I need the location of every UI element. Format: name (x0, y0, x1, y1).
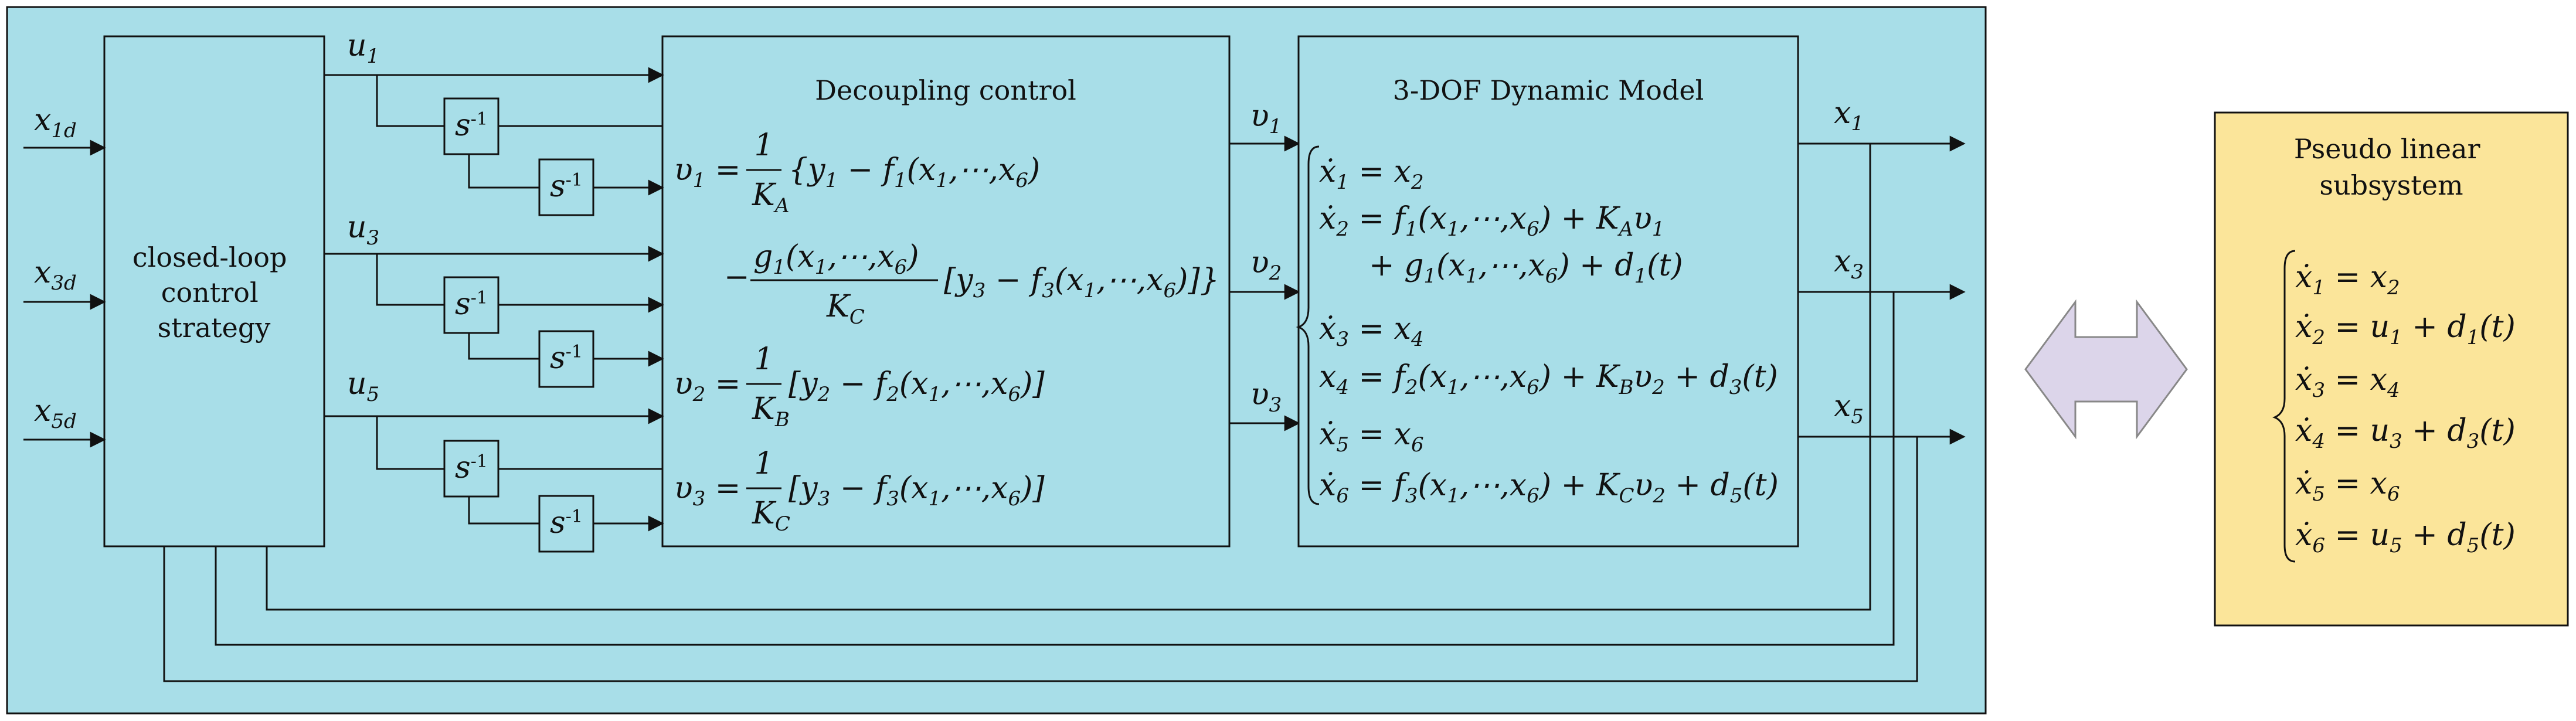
subsystem-brace (2272, 250, 2296, 563)
control-signal-lines (324, 67, 664, 532)
integrator-label: s-1 (455, 108, 488, 143)
decoupling-equation-3: υ3 = 1 KC [y3 − f3(x1,⋯,x6)] (674, 446, 1045, 536)
integrator-block (538, 158, 594, 216)
dynamic-model-brace (1296, 145, 1320, 505)
svg-text:+ g1(x1,⋯,x6) + d1(t): + g1(x1,⋯,x6) + d1(t) (1369, 248, 1683, 288)
strategy-line-2: control (161, 277, 259, 308)
dynamic-model-equations: ẋ1 = x2 ẋ2 = f1(x1,⋯,x6) + KAυ1 + g1(x1,… (1319, 154, 1779, 508)
strategy-label: closed-loop control strategy (132, 242, 295, 344)
svg-text:ẋ1 = x2: ẋ1 = x2 (2295, 260, 2400, 300)
strategy-line-3: strategy (158, 312, 271, 344)
svg-text:x4 = f2(x1,⋯,x6) + KBυ2 + d3(t: x4 = f2(x1,⋯,x6) + KBυ2 + d3(t) (1319, 359, 1778, 399)
decoupling-title: Decoupling control (815, 74, 1076, 106)
pseudo-linear-subsystem-block (2214, 111, 2569, 627)
double-arrow-icon (2024, 299, 2188, 440)
svg-text:ẋ3 = x4: ẋ3 = x4 (1319, 311, 1424, 351)
subsystem-title-line-2: subsystem (2319, 169, 2463, 201)
svg-text:υ1 =: υ1 = (674, 152, 740, 192)
integrator-block (443, 276, 499, 334)
svg-text:[y3 − f3(x1,⋯,x6)]: [y3 − f3(x1,⋯,x6)] (789, 471, 1045, 511)
svg-text:[y2 − f2(x1,⋯,x6)]: [y2 − f2(x1,⋯,x6)] (789, 366, 1045, 406)
svg-text:KC: KC (752, 496, 790, 536)
svg-text:ẋ4 = u3 + d3(t): ẋ4 = u3 + d3(t) (2295, 413, 2516, 453)
svg-text:ẋ5 = x6: ẋ5 = x6 (2295, 466, 2400, 506)
integrator-block (538, 495, 594, 553)
svg-text:ẋ6 = u5 + d5(t): ẋ6 = u5 + d5(t) (2295, 518, 2516, 557)
svg-text:{y1 − f1(x1,⋯,x6): {y1 − f1(x1,⋯,x6) (789, 152, 1040, 192)
integrator-label: s-1 (550, 169, 583, 204)
svg-text:ẋ1 = x2: ẋ1 = x2 (1319, 154, 1424, 194)
svg-text:ẋ2 = u1 + d1(t): ẋ2 = u1 + d1(t) (2295, 310, 2516, 349)
feedback-loops (163, 144, 1918, 682)
svg-text:[y3 − f3(x1,⋯,x6)]}: [y3 − f3(x1,⋯,x6)]} (944, 263, 1219, 302)
integrator-block (538, 330, 594, 388)
svg-text:ẋ5 = x6: ẋ5 = x6 (1319, 417, 1424, 457)
control-strategy-block (103, 35, 325, 547)
decoupling-control-block (661, 35, 1231, 547)
svg-text:−: − (724, 260, 750, 295)
decoupling-equation-1: υ1 = 1 KA {y1 − f1(x1,⋯,x6) (674, 128, 1040, 217)
svg-text:υ3 =: υ3 = (674, 471, 740, 511)
svg-text:ẋ2 = f1(x1,⋯,x6) + KAυ1: ẋ2 = f1(x1,⋯,x6) + KAυ1 (1319, 201, 1664, 241)
integrator-block (443, 97, 499, 155)
integrator-label: s-1 (550, 505, 583, 540)
dynamic-model-block (1297, 35, 1799, 547)
subsystem-title: Pseudo linear subsystem (2294, 133, 2489, 201)
svg-text:1: 1 (754, 342, 773, 377)
integrator-block (443, 440, 499, 498)
integrator-blocks: s-1 s-1 s-1 s-1 s-1 s-1 (443, 97, 594, 553)
svg-text:1: 1 (754, 128, 773, 163)
integrator-label: s-1 (550, 341, 583, 376)
subsystem-title-line-1: Pseudo linear (2294, 133, 2480, 165)
integrator-label: s-1 (455, 450, 488, 485)
svg-text:ẋ3 = x4: ẋ3 = x4 (2295, 362, 2400, 402)
dynamic-model-title: 3-DOF Dynamic Model (1393, 74, 1704, 106)
svg-text:1: 1 (754, 446, 773, 481)
strategy-line-1: closed-loop (132, 242, 287, 273)
reference-inputs (23, 140, 106, 448)
virtual-input-lines (1229, 135, 1300, 431)
integrator-label: s-1 (455, 287, 488, 322)
svg-text:υ2 =: υ2 = (674, 366, 740, 406)
output-lines (1798, 135, 1966, 445)
svg-text:ẋ6 = f3(x1,⋯,x6) + KCυ2 + d5(t: ẋ6 = f3(x1,⋯,x6) + KCυ2 + d5(t) (1319, 468, 1779, 508)
